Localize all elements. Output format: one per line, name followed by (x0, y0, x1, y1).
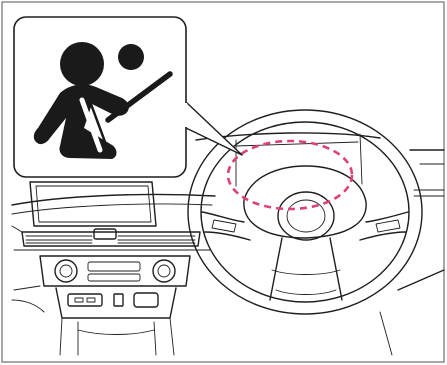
airbag-location-highlight (226, 139, 354, 211)
steering-wheel (187, 109, 445, 356)
callout-panel (13, 16, 243, 178)
center-vents (21, 228, 201, 247)
dashboard (11, 181, 216, 356)
airbag-warning-icon (33, 42, 173, 159)
climate-controls (39, 255, 191, 287)
lower-console (55, 287, 177, 356)
infotainment-screen (29, 181, 157, 227)
